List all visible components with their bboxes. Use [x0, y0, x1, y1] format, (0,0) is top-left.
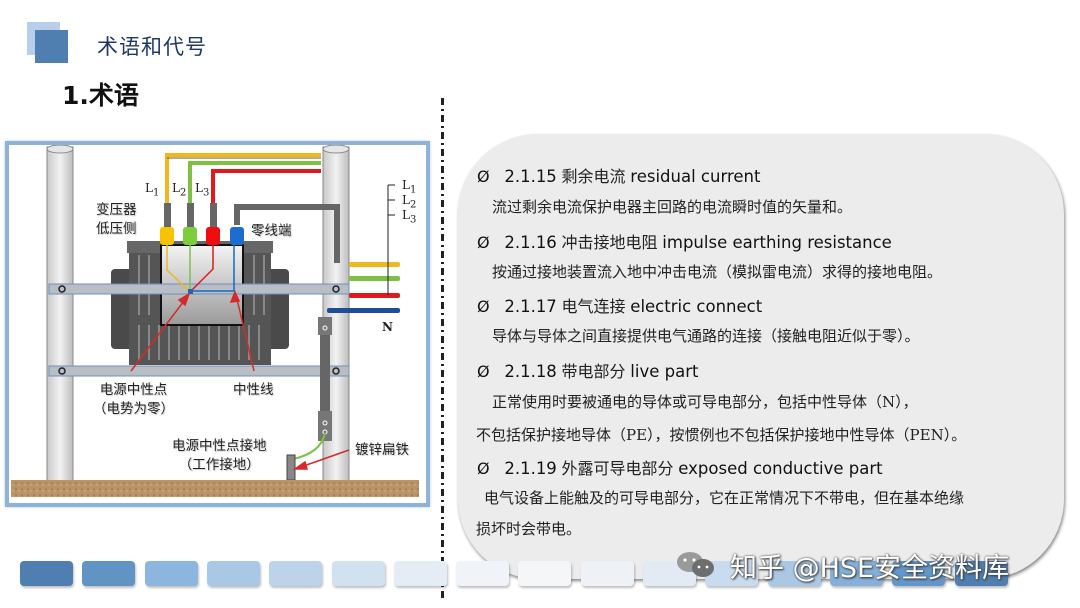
label-neutral-line: 中性线 — [233, 382, 274, 398]
term-desc: 按通过接地装置流入地中冲击电流（模拟雷电流）求得的接地电阻。 — [492, 263, 943, 281]
label-line: （工作接地） — [178, 457, 260, 473]
label-L2-sub: 2 — [179, 187, 187, 199]
section-title: 术语和代号 — [97, 35, 207, 59]
footer-tile — [269, 561, 323, 586]
term-number: 2.1.16 — [504, 233, 557, 252]
label-line: 电源中性点 — [99, 382, 168, 398]
terms-panel — [458, 134, 1064, 579]
term-en: impulse earthing resistance — [662, 233, 892, 252]
term-desc: 导体与导体之间直接提供电气通路的连接（接触电阻近似于零）。 — [492, 327, 920, 345]
bullet-icon: Ø — [477, 233, 490, 252]
term-en: exposed conductive part — [678, 459, 883, 478]
bullet-icon: Ø — [477, 362, 490, 381]
label-line: （电势为零） — [93, 401, 174, 417]
sub-title: 1.术语 — [62, 81, 139, 110]
footer-tile — [767, 561, 821, 586]
term-cn: 冲击接地电阻 — [561, 233, 658, 252]
footer-tile — [580, 561, 634, 586]
footer-tile — [144, 561, 198, 586]
term-number: 2.1.15 — [504, 167, 557, 186]
term-cn: 电气连接 — [561, 297, 626, 316]
term-cn: 剩余电流 — [561, 167, 626, 186]
label-N: N — [382, 320, 393, 334]
footer-tile — [518, 561, 572, 586]
label-L3: L3 — [195, 181, 209, 198]
footer-tile — [331, 561, 385, 586]
label-neutral-point: 电源中性点 （电势为零） — [93, 381, 174, 419]
label-L3-text: L — [195, 181, 203, 195]
term-en: live part — [630, 362, 699, 381]
bullet-icon: Ø — [477, 297, 490, 316]
bullet-icon: Ø — [477, 459, 490, 478]
term-2-1-18: Ø 2.1.18 带电部分 live part — [477, 358, 698, 382]
footer-tile — [456, 561, 510, 586]
label-right-L1: L1 — [402, 178, 416, 195]
label-line: 低压侧 — [96, 221, 137, 237]
logo-square-dark — [35, 30, 68, 63]
label-line: 变压器 — [96, 202, 137, 218]
watermark: 知乎 @HSE安全资料库 — [730, 553, 1010, 584]
transformer-grounding-diagram: 变压器 低压侧 L1 L2 L3 L1 L2 L3 N 零线端 电源中性点 （电… — [5, 141, 430, 507]
term-2-1-19: Ø 2.1.19 外露可导电部分 exposed conductive part — [477, 455, 883, 479]
term-cn: 外露可导电部分 — [561, 459, 674, 478]
diagram-illustration — [11, 145, 419, 497]
term-desc: 电气设备上能触及的可导电部分，它在正常情况下不带电，但在基本绝缘 — [484, 489, 965, 507]
term-desc: 损坏时会带电。 — [476, 520, 582, 538]
term-2-1-15: Ø 2.1.15 剩余电流 residual current — [477, 163, 760, 187]
label-right-L2: L2 — [402, 193, 416, 210]
label-line: 电源中性点接地 — [172, 438, 267, 454]
term-number: 2.1.17 — [504, 297, 557, 316]
term-2-1-16: Ø 2.1.16 冲击接地电阻 impulse earthing resista… — [477, 229, 892, 253]
term-desc: 不包括保护接地导体（PE），按惯例也不包括保护接地中性导体（PEN）。 — [476, 426, 967, 444]
term-number: 2.1.18 — [504, 362, 557, 381]
footer-tile — [829, 561, 883, 586]
bullet-icon: Ø — [477, 167, 490, 186]
label-right-L3: L3 — [402, 208, 416, 225]
label-right-L1-text: L — [402, 178, 410, 192]
label-L3-sub: 3 — [202, 187, 210, 199]
label-right-L2-sub: 2 — [409, 199, 417, 211]
label-right-L3-text: L — [402, 208, 410, 222]
term-number: 2.1.19 — [504, 459, 557, 478]
label-right-L3-sub: 3 — [409, 214, 417, 226]
footer-tile — [892, 561, 946, 586]
term-desc: 流过剩余电流保护电器主回路的电流瞬时值的矢量和。 — [492, 198, 853, 216]
footer-tile — [20, 561, 73, 586]
footer-tile — [705, 561, 759, 586]
label-L1-sub: 1 — [152, 187, 160, 199]
label-L1-text: L — [145, 181, 153, 195]
label-right-L1-sub: 1 — [409, 184, 417, 196]
label-neutral-terminal: 零线端 — [251, 223, 292, 239]
label-right-L2-text: L — [402, 193, 410, 207]
label-galvanized-flat-steel: 镀锌扁铁 — [355, 442, 409, 458]
label-L1: L1 — [145, 181, 159, 198]
term-desc: 正常使用时要被通电的导体或可导电部分，包括中性导体（N）， — [492, 393, 918, 411]
footer-tile — [206, 561, 260, 586]
term-en: residual current — [630, 167, 761, 186]
term-en: electric connect — [630, 297, 763, 316]
wechat-icon — [677, 552, 714, 577]
label-L2-text: L — [172, 181, 180, 195]
label-neutral-grounding: 电源中性点接地 （工作接地） — [172, 437, 267, 475]
footer-tile — [393, 561, 447, 586]
term-cn: 带电部分 — [561, 362, 626, 381]
label-L2: L2 — [172, 181, 186, 198]
dashed-divider — [441, 98, 444, 598]
footer-tile — [954, 561, 1008, 586]
footer-tile — [82, 561, 136, 586]
label-transformer-lv-side: 变压器 低压侧 — [96, 201, 137, 239]
term-2-1-17: Ø 2.1.17 电气连接 electric connect — [477, 293, 762, 317]
